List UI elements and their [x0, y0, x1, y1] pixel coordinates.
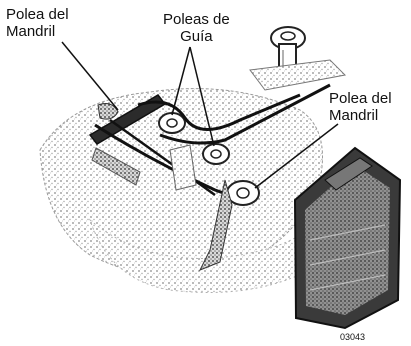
leader-guide-pulley-2	[189, 46, 215, 147]
figure-number: 03043	[340, 332, 366, 342]
center-bracket	[169, 144, 197, 191]
belt-middle	[159, 83, 331, 145]
guide-pulley-1	[158, 112, 186, 134]
left-mandrel-pulley	[88, 94, 167, 145]
leader-left-pulley	[61, 41, 119, 111]
post-assembly	[249, 26, 347, 91]
leader-right-pulley	[254, 123, 339, 189]
label-left-mandrel-pulley: Polea del Mandril	[6, 6, 69, 40]
guide-pulley-2	[202, 143, 230, 165]
label-guide-pulleys: Poleas de Guía	[163, 11, 230, 45]
belt-upper	[137, 93, 301, 131]
leader-guide-pulley-1	[171, 46, 191, 116]
right-mandrel-pulley	[198, 179, 260, 271]
side-panel	[293, 146, 402, 330]
left-bracket	[91, 147, 141, 186]
label-right-mandrel-pulley: Polea del Mandril	[329, 90, 392, 124]
base-plate-lower	[88, 218, 311, 293]
belt-diagonal	[109, 118, 216, 197]
